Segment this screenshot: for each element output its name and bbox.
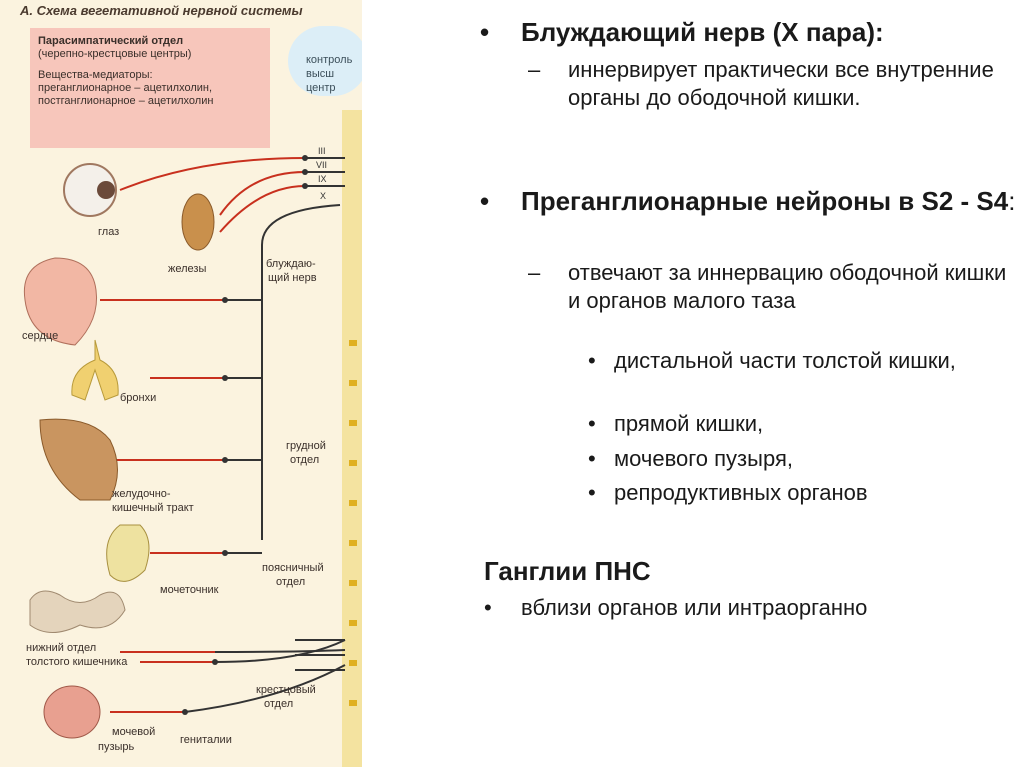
label-gi-2: кишечный тракт bbox=[112, 502, 194, 514]
nerve-label-vii: VII bbox=[316, 160, 328, 170]
label-heart: сердце bbox=[22, 330, 59, 342]
stomach-icon bbox=[39, 418, 118, 501]
info-line: Парасимпатический отдел bbox=[38, 35, 184, 47]
bladder-icon bbox=[43, 685, 101, 739]
ganglia-heading: Ганглии ПНС bbox=[484, 556, 651, 586]
preganglionic-title: Преганглионарные нейроны в S2 - S4 bbox=[521, 186, 1009, 216]
label-kidney: мочеточник bbox=[160, 584, 219, 596]
label-lumbar-2: отдел bbox=[276, 576, 306, 588]
label-sacral-1: крестцовый bbox=[256, 684, 316, 696]
preganglionic-sub: отвечают за иннервацию ободочной кишки и… bbox=[568, 260, 1007, 313]
bullet: • bbox=[588, 411, 596, 436]
nerve-fibers bbox=[100, 157, 306, 713]
organ-item-text: мочевого пузыря, bbox=[614, 446, 793, 471]
bullet: • bbox=[484, 595, 492, 620]
label-lumbar-1: поясничный bbox=[262, 562, 324, 574]
vagus-trunk bbox=[261, 204, 341, 540]
nervous-system-drawing bbox=[23, 110, 362, 767]
kidney-icon bbox=[106, 524, 150, 582]
bullet: • bbox=[480, 186, 490, 216]
bullet: • bbox=[588, 446, 596, 471]
label-vagus-2: щий нерв bbox=[268, 272, 317, 284]
bronchi-icon bbox=[71, 339, 119, 401]
control-line: контроль bbox=[306, 54, 353, 66]
organ-item-text: дистальной части толстой кишки, bbox=[614, 348, 956, 373]
label-bladder-2: пузырь bbox=[98, 741, 135, 753]
bullet: • bbox=[588, 480, 596, 505]
bullet: • bbox=[588, 348, 596, 373]
bullet: • bbox=[480, 17, 490, 47]
control-line: центр bbox=[306, 82, 336, 94]
label-sacral-2: отдел bbox=[264, 698, 294, 710]
ganglia-text: вблизи органов или интраорганно bbox=[521, 595, 868, 620]
label-bladder-1: мочевой bbox=[112, 726, 156, 738]
figure-title: А. Схема вегетативной нервной системы bbox=[20, 3, 303, 18]
nerve-label-x: X bbox=[320, 191, 327, 201]
label-vagus-1: блуждаю- bbox=[266, 258, 316, 270]
control-bubble: контроль высш центр bbox=[288, 26, 362, 96]
colon-icon bbox=[29, 590, 126, 633]
info-box: Парасимпатический отдел (черепно-крестцо… bbox=[30, 28, 270, 148]
vagus-sub: иннервирует практически все внутренние о… bbox=[568, 57, 994, 110]
label-thoracic-2: отдел bbox=[290, 454, 320, 466]
dash: – bbox=[528, 57, 541, 82]
label-gi-1: желудочно- bbox=[112, 488, 171, 500]
label-genitals: гениталии bbox=[180, 734, 232, 746]
organ-item-text: прямой кишки, bbox=[614, 411, 764, 436]
control-line: высш bbox=[306, 68, 335, 80]
preganglionic-title-wrap: Преганглионарные нейроны в S2 - S4: bbox=[521, 186, 1021, 216]
info-line: постганглионарное – ацетилхолин bbox=[38, 95, 214, 107]
preganglionic-colon: : bbox=[1008, 186, 1016, 216]
info-line: преганглионарное – ацетилхолин, bbox=[38, 82, 213, 94]
label-thoracic-1: грудной bbox=[286, 440, 326, 452]
info-line: Вещества-медиаторы: bbox=[38, 69, 153, 81]
label-glands: железы bbox=[168, 263, 207, 275]
dash: – bbox=[528, 260, 541, 285]
spinal-cord bbox=[342, 110, 362, 767]
nerve-label-ix: IX bbox=[318, 174, 327, 184]
label-bronchi: бронхи bbox=[120, 392, 157, 404]
gland-icon bbox=[181, 193, 215, 251]
info-line: (черепно-крестцовые центры) bbox=[38, 48, 192, 60]
label-colon-1: нижний отдел bbox=[26, 642, 97, 654]
label-colon-2: толстого кишечника bbox=[26, 656, 128, 668]
slide-text: • Блуждающий нерв (X пара): – иннервируе… bbox=[480, 0, 1024, 767]
label-eye: глаз bbox=[98, 226, 120, 238]
vagus-title: Блуждающий нерв (X пара): bbox=[521, 17, 884, 47]
eye-icon bbox=[63, 163, 117, 217]
organ-item-text: репродуктивных органов bbox=[614, 480, 868, 505]
anatomy-figure: А. Схема вегетативной нервной системы Па… bbox=[0, 0, 362, 767]
nerve-label-iii: III bbox=[318, 146, 326, 156]
heart-icon bbox=[23, 257, 98, 346]
